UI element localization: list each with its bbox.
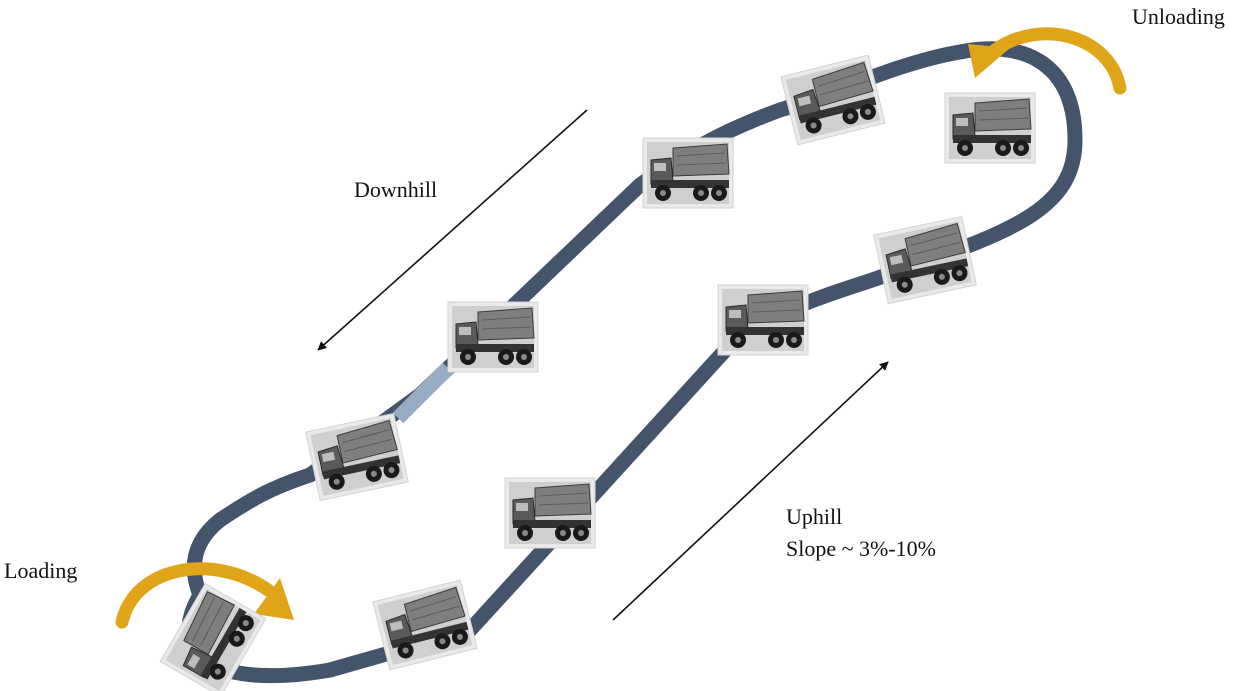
truck-bottom: [372, 579, 478, 671]
truck-lower-uphill: [504, 477, 596, 549]
haul-road: [181, 41, 1083, 684]
road-highlight-segment: [392, 362, 454, 424]
label-uphill: Uphill: [786, 504, 842, 529]
truck-right-uphill: [873, 215, 977, 305]
loading-turn-arrow-icon: [115, 562, 294, 629]
truck-mid-downhill: [447, 301, 539, 373]
truck-upper-downhill: [642, 137, 734, 209]
label-slope: Slope ~ 3%-10%: [786, 536, 936, 561]
truck-upper-uphill: [717, 284, 809, 356]
downhill-arrow: [317, 109, 588, 351]
truck-top-right: [780, 54, 886, 146]
unloading-turn-arrow-icon: [968, 27, 1127, 95]
truck-unloading: [944, 92, 1036, 164]
label-unloading: Unloading: [1132, 4, 1225, 29]
truck-lower-downhill: [305, 412, 409, 502]
label-loading: Loading: [4, 558, 77, 583]
label-downhill: Downhill: [354, 177, 437, 202]
uphill-arrow: [612, 361, 889, 621]
